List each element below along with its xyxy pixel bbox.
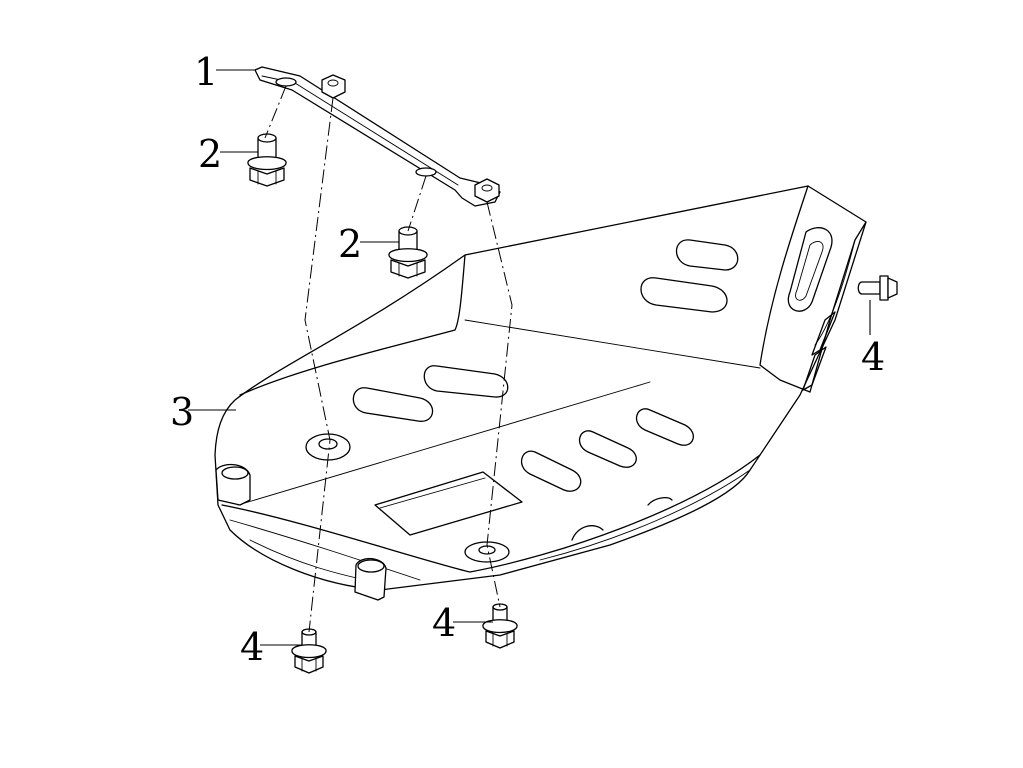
- bolt-4-center: [482, 603, 518, 649]
- callout-4-right: 4: [861, 335, 885, 379]
- mounting-bracket: [254, 66, 501, 207]
- callout-2-upper: 2: [198, 132, 222, 176]
- leader-lines: [188, 69, 871, 646]
- callout-2-lower: 2: [338, 222, 362, 266]
- callout-3: 3: [170, 390, 194, 434]
- bolt-2-lower: [388, 226, 428, 279]
- callout-4-left: 4: [240, 625, 264, 669]
- bolt-4-right: [857, 275, 898, 301]
- bolt-4-left: [291, 628, 327, 674]
- callout-labels: 1 2 2 3 4 4 4: [170, 50, 885, 669]
- skid-plate: [214, 185, 867, 601]
- callout-1: 1: [194, 50, 218, 94]
- callout-4-center: 4: [432, 601, 456, 645]
- bolt-2-upper: [247, 133, 287, 187]
